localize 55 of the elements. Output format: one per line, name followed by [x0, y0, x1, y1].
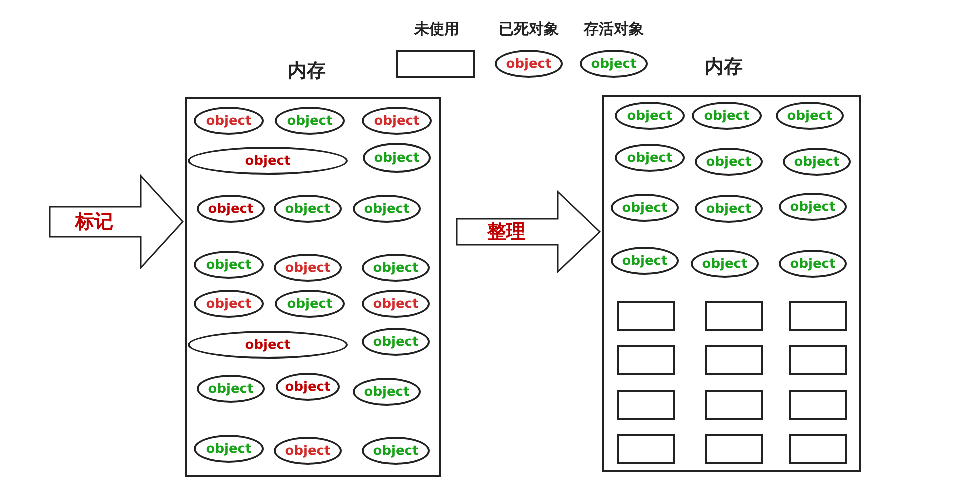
- object-ellipse: object: [692, 102, 762, 130]
- object-ellipse: object: [779, 193, 847, 221]
- free-block: [617, 345, 675, 375]
- panel-title: 内存: [288, 59, 326, 84]
- block-arrow: [49, 174, 184, 270]
- object-ellipse: object: [197, 375, 265, 403]
- object-ellipse: object: [353, 378, 421, 406]
- object-ellipse: object: [363, 143, 431, 173]
- free-block: [705, 345, 763, 375]
- object-ellipse: object: [362, 254, 430, 282]
- object-ellipse: object: [362, 328, 430, 356]
- free-block: [617, 434, 675, 464]
- object-ellipse: object: [691, 250, 759, 278]
- object-ellipse: object: [353, 195, 421, 223]
- object-ellipse: object: [695, 148, 763, 176]
- object-ellipse: object: [194, 435, 264, 463]
- free-block: [789, 434, 847, 464]
- free-block: [705, 301, 763, 331]
- object-ellipse: object: [275, 107, 345, 135]
- object-ellipse: object: [274, 254, 342, 282]
- block-arrow: [456, 190, 602, 274]
- legend-label: 存活对象: [584, 20, 644, 39]
- free-block: [705, 390, 763, 420]
- object-ellipse: object: [615, 144, 685, 172]
- object-ellipse: object: [611, 247, 679, 275]
- free-block: [789, 345, 847, 375]
- object-ellipse: object: [615, 102, 685, 130]
- legend-label: 未使用: [414, 20, 460, 39]
- free-block: [617, 390, 675, 420]
- edge-label: 标记: [76, 210, 114, 235]
- object-ellipse: object: [779, 250, 847, 278]
- free-block: [617, 301, 675, 331]
- object-ellipse: object: [276, 373, 340, 401]
- free-block: [789, 301, 847, 331]
- object-ellipse: object: [194, 251, 264, 279]
- edge-label: 整理: [488, 220, 526, 245]
- object-ellipse: object: [362, 107, 432, 135]
- object-ellipse: object: [274, 437, 342, 465]
- object-ellipse: object: [362, 437, 430, 465]
- object-ellipse: object: [695, 195, 763, 223]
- legend-label: 已死对象: [499, 20, 559, 39]
- object-ellipse: object: [197, 195, 265, 223]
- object-ellipse: object: [275, 290, 345, 318]
- object-ellipse: object: [362, 290, 430, 318]
- object-ellipse: object: [188, 147, 348, 175]
- object-ellipse: object: [194, 107, 264, 135]
- panel-title: 内存: [705, 55, 743, 80]
- object-ellipse: object: [611, 194, 679, 222]
- free-block: [705, 434, 763, 464]
- object-ellipse: object: [274, 195, 342, 223]
- object-ellipse: object: [783, 148, 851, 176]
- object-ellipse: object: [194, 290, 264, 318]
- object-ellipse: object: [776, 102, 844, 130]
- object-ellipse: object: [188, 331, 348, 359]
- free-block: [789, 390, 847, 420]
